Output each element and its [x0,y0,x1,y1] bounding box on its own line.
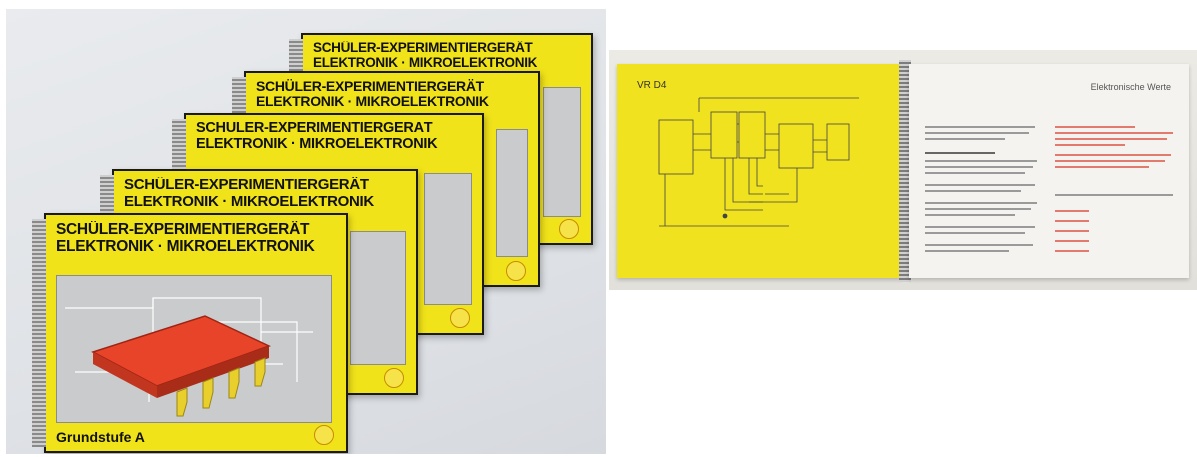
cover-illustration [56,275,332,423]
booklet-title: SCHÜLER-EXPERIMENTIERGERÄT ELEKTRONIK · … [196,121,438,152]
table-row-line [1055,210,1089,212]
table-row-line [1055,220,1089,222]
text-line [925,184,1035,186]
right-page-text: Elektronische Werte [909,64,1189,278]
text-line-red [1055,138,1167,140]
open-spiral-binding [899,60,911,282]
booklet-title: SCHÜLER-EXPERIMENTIERGERÄT ELEKTRONIK · … [56,221,315,256]
stage-badge [450,308,470,328]
open-booklet-photo: VR D4 Elektronische Werte [609,50,1197,290]
booklet-title: SCHÜLER-EXPERIMENTIERGERÄT ELEKTRONIK · … [256,79,489,110]
text-line-red [1055,126,1135,128]
text-line [925,208,1031,210]
text-line-red [1055,160,1165,162]
text-line [925,126,1035,128]
text-line-red [1055,132,1173,134]
spiral-binding [32,219,46,447]
stage-label: Grundstufe A [56,429,145,445]
text-line-red [1055,144,1125,146]
text-line-red [1055,166,1149,168]
ic-chip-front [157,346,269,398]
text-line-red [1055,154,1171,156]
table-row-line [1055,250,1089,252]
stage-badge [506,261,526,281]
page-title: Elektronische Werte [1090,82,1171,92]
text-line [925,214,1015,216]
cover-illustration [350,231,406,365]
booklet-1-front: SCHÜLER-EXPERIMENTIERGERÄT ELEKTRONIK · … [32,213,348,453]
table-header-line [1055,194,1173,196]
cover-illustration [496,129,528,257]
booklets-stack-photo: SCHÜLER-EXPERIMENTIERGERÄT ELEKTRONIK · … [6,9,606,454]
left-page-circuit: VR D4 [617,64,901,278]
text-line [925,160,1037,162]
text-line [925,138,1005,140]
text-line [925,190,1021,192]
stage-badge [384,368,404,388]
table-row-line [1055,230,1089,232]
booklet-title: SCHÜLER-EXPERIMENTIERGERÄT ELEKTRONIK · … [313,41,538,70]
text-line [925,250,1009,252]
ic-chip-illustration [65,297,313,417]
text-line [925,152,995,154]
stage-badge [559,219,579,239]
text-line [925,232,1025,234]
text-line [925,226,1035,228]
cover-illustration [424,173,472,305]
text-line [925,244,1033,246]
ic-chip-side [93,352,157,398]
table-row-line [1055,240,1089,242]
text-line [925,202,1037,204]
cover-illustration [543,87,581,217]
stage-badge [314,425,334,445]
text-line [925,166,1033,168]
text-line [925,132,1029,134]
circuit-diagram [658,97,859,227]
ic-pins [176,357,266,417]
circuit-label: VR D4 [637,80,667,91]
booklet-title: SCHÜLER-EXPERIMENTIERGERÄT ELEKTRONIK · … [124,177,374,210]
text-line [925,172,1025,174]
